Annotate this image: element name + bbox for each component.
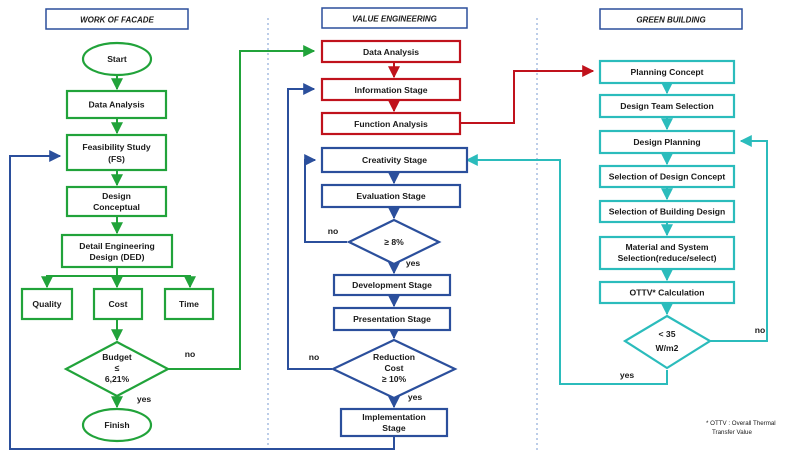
evaluation-stage-label: Evaluation Stage (356, 191, 425, 201)
cost-box (92, 287, 144, 321)
design-planning-box (598, 129, 736, 155)
gb-connectors (465, 82, 768, 385)
budget-decision (63, 340, 171, 398)
planning-concept-label: Planning Concept (630, 67, 703, 77)
dc-label-1: Design (102, 191, 131, 201)
design-team-box (598, 93, 736, 119)
ve-red-nodes (320, 39, 462, 136)
budget-label-2: ≤ (115, 363, 120, 373)
time-box (163, 287, 215, 321)
design-team-label: Design Team Selection (620, 101, 713, 111)
function-analysis-box (320, 111, 462, 136)
start-label: Start (107, 54, 127, 64)
implementation-label-2: Stage (382, 423, 406, 433)
fs-label-1: Feasibility Study (82, 142, 151, 152)
development-stage-box (332, 273, 452, 297)
gb-no-label: no (755, 325, 766, 335)
development-stage-label: Development Stage (352, 280, 432, 290)
budget-label-1: Budget (102, 352, 132, 362)
ve-connectors (9, 83, 400, 450)
presentation-stage-box (332, 306, 452, 332)
reduction-label-2: Cost (384, 363, 403, 373)
ve-yes-label-1: yes (406, 258, 421, 268)
header-gb-label: GREEN BUILDING (636, 16, 705, 25)
footnote-line-1: * OTTV : Overall Thermal (706, 420, 776, 427)
ottv-decision-label-1: < 35 (659, 329, 676, 339)
header-work-of-facade: WORK OF FACADE (45, 8, 189, 30)
ve-data-analysis-label: Data Analysis (363, 47, 419, 57)
building-design-label: Selection of Building Design (609, 207, 726, 217)
ve-no-label-2: no (309, 352, 320, 362)
finish-node (81, 407, 153, 443)
time-label: Time (179, 299, 199, 309)
data-analysis-box (65, 89, 168, 120)
start-node (81, 41, 153, 77)
facade-nodes (20, 41, 215, 443)
presentation-stage-label: Presentation Stage (353, 314, 431, 324)
design-conceptual-box (65, 185, 168, 218)
reduction-label-3: ≥ 10% (382, 374, 407, 384)
header-green-building: GREEN BUILDING (599, 8, 743, 30)
facade-yes-label: yes (137, 394, 152, 404)
footnote-line-2: Transfer Value (712, 429, 752, 436)
building-design-box (598, 199, 736, 224)
header-ve-label: VALUE ENGINEERING (352, 15, 437, 24)
material-selection-box (598, 235, 736, 271)
design-planning-label: Design Planning (633, 137, 700, 147)
header-value-engineering: VALUE ENGINEERING (321, 7, 468, 29)
ve-8pct-label: ≥ 8% (384, 237, 404, 247)
planning-concept-box (598, 59, 736, 85)
header-facade-label: WORK OF FACADE (80, 16, 154, 25)
gb-yes-label: yes (620, 370, 635, 380)
budget-label-3: 6,21% (105, 374, 130, 384)
ve-data-analysis-box (320, 39, 462, 64)
fs-label-2: (FS) (108, 154, 125, 164)
implementation-label-1: Implementation (362, 412, 426, 422)
red-connectors (388, 62, 595, 124)
ottv-calculation-label: OTTV* Calculation (630, 288, 705, 298)
facade-connectors (41, 45, 316, 409)
material-label-2: Selection(reduce/select) (618, 253, 717, 263)
creativity-stage-label: Creativity Stage (362, 155, 427, 165)
ottv-calculation-box (598, 280, 736, 305)
creativity-stage-box (320, 146, 469, 174)
feasibility-study-box (65, 133, 168, 172)
information-stage-box (320, 77, 462, 102)
dc-label-2: Conceptual (93, 202, 140, 212)
ded-label-1: Detail Engineering (79, 241, 154, 251)
information-stage-label: Information Stage (354, 85, 427, 95)
ve-8pct-decision (346, 218, 442, 266)
reduction-label-1: Reduction (373, 352, 415, 362)
implementation-stage-box (339, 407, 449, 438)
design-concept-box (598, 164, 736, 189)
ve-blue-nodes (320, 146, 469, 438)
function-analysis-label: Function Analysis (354, 119, 428, 129)
ottv-decision-label-2: W/m2 (656, 343, 679, 353)
ded-box (60, 233, 174, 269)
ve-yes-label-2: yes (408, 392, 423, 402)
quality-label: Quality (32, 299, 61, 309)
finish-label: Finish (104, 420, 129, 430)
ottv-decision (622, 314, 713, 370)
ded-label-2: Design (DED) (90, 252, 145, 262)
gb-nodes (598, 59, 736, 370)
facade-data-analysis-label: Data Analysis (88, 100, 144, 110)
cost-label: Cost (108, 299, 127, 309)
evaluation-stage-box (320, 183, 462, 209)
design-concept-label: Selection of Design Concept (609, 172, 726, 182)
facade-no-label: no (185, 349, 196, 359)
reduction-cost-decision (330, 338, 458, 400)
material-label-1: Material and System (625, 242, 708, 252)
ve-no-label-1: no (328, 226, 339, 236)
quality-box (20, 287, 74, 321)
